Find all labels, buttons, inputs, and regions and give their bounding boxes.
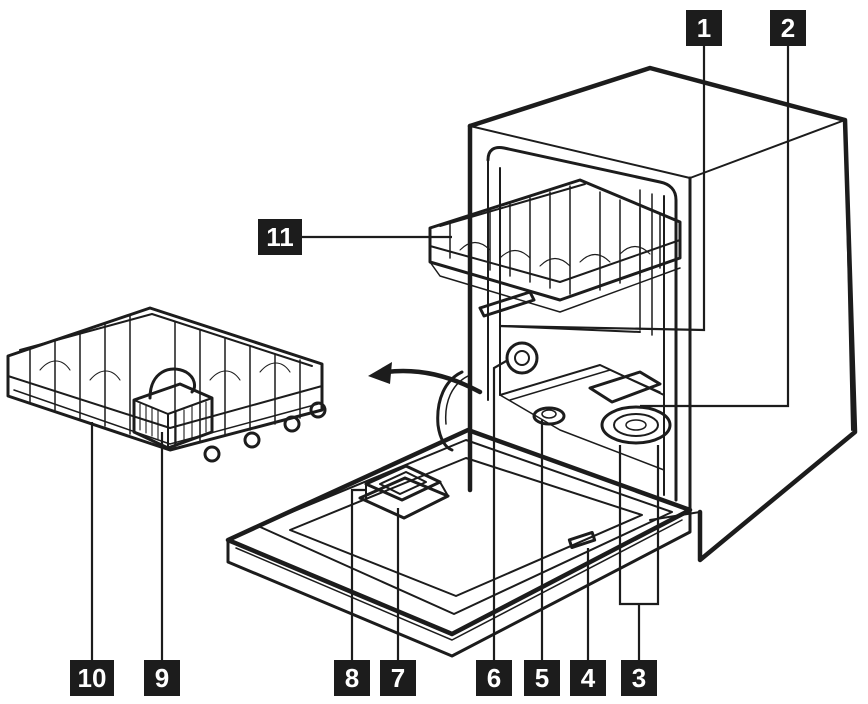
dishwasher-cabinet bbox=[467, 65, 858, 563]
leader-8 bbox=[350, 488, 366, 660]
callout-label-3: 3 bbox=[621, 660, 657, 696]
side-inlet-drawing bbox=[505, 341, 539, 375]
callout-label-2: 2 bbox=[770, 10, 806, 46]
callout-number: 6 bbox=[487, 663, 501, 693]
callout-number: 11 bbox=[266, 222, 294, 252]
leader-lines bbox=[90, 45, 790, 660]
rinse-inlet-drawing bbox=[532, 406, 566, 426]
open-door bbox=[225, 427, 693, 658]
leader-3 bbox=[618, 445, 660, 660]
upper-basket-drawing bbox=[428, 178, 682, 333]
callout-label-9: 9 bbox=[144, 660, 180, 696]
leader-2 bbox=[640, 45, 790, 408]
callout-label-8: 8 bbox=[334, 660, 370, 696]
callout-number: 8 bbox=[345, 663, 359, 693]
callout-number: 1 bbox=[697, 13, 711, 43]
callout-number: 9 bbox=[155, 663, 169, 693]
callout-number: 4 bbox=[581, 663, 596, 693]
callout-number: 2 bbox=[781, 13, 795, 43]
callout-label-11: 11 bbox=[258, 219, 302, 255]
leader-6 bbox=[492, 359, 509, 660]
callout-number: 3 bbox=[632, 663, 646, 693]
callout-label-10: 10 bbox=[70, 660, 114, 696]
callout-number: 10 bbox=[78, 663, 107, 693]
lower-spray-arm-drawing bbox=[588, 370, 672, 445]
callout-label-4: 4 bbox=[570, 660, 606, 696]
callout-label-5: 5 bbox=[524, 660, 560, 696]
tub-interior bbox=[436, 146, 678, 502]
callout-number: 7 bbox=[391, 663, 405, 693]
callout-label-6: 6 bbox=[476, 660, 512, 696]
removal-arrow bbox=[383, 368, 483, 395]
leader-1 bbox=[499, 45, 706, 332]
callout-label-1: 1 bbox=[686, 10, 722, 46]
callout-label-7: 7 bbox=[380, 660, 416, 696]
removal-arrow-head bbox=[368, 362, 392, 384]
callout-number: 5 bbox=[535, 663, 549, 693]
lower-basket-drawing bbox=[6, 306, 327, 463]
